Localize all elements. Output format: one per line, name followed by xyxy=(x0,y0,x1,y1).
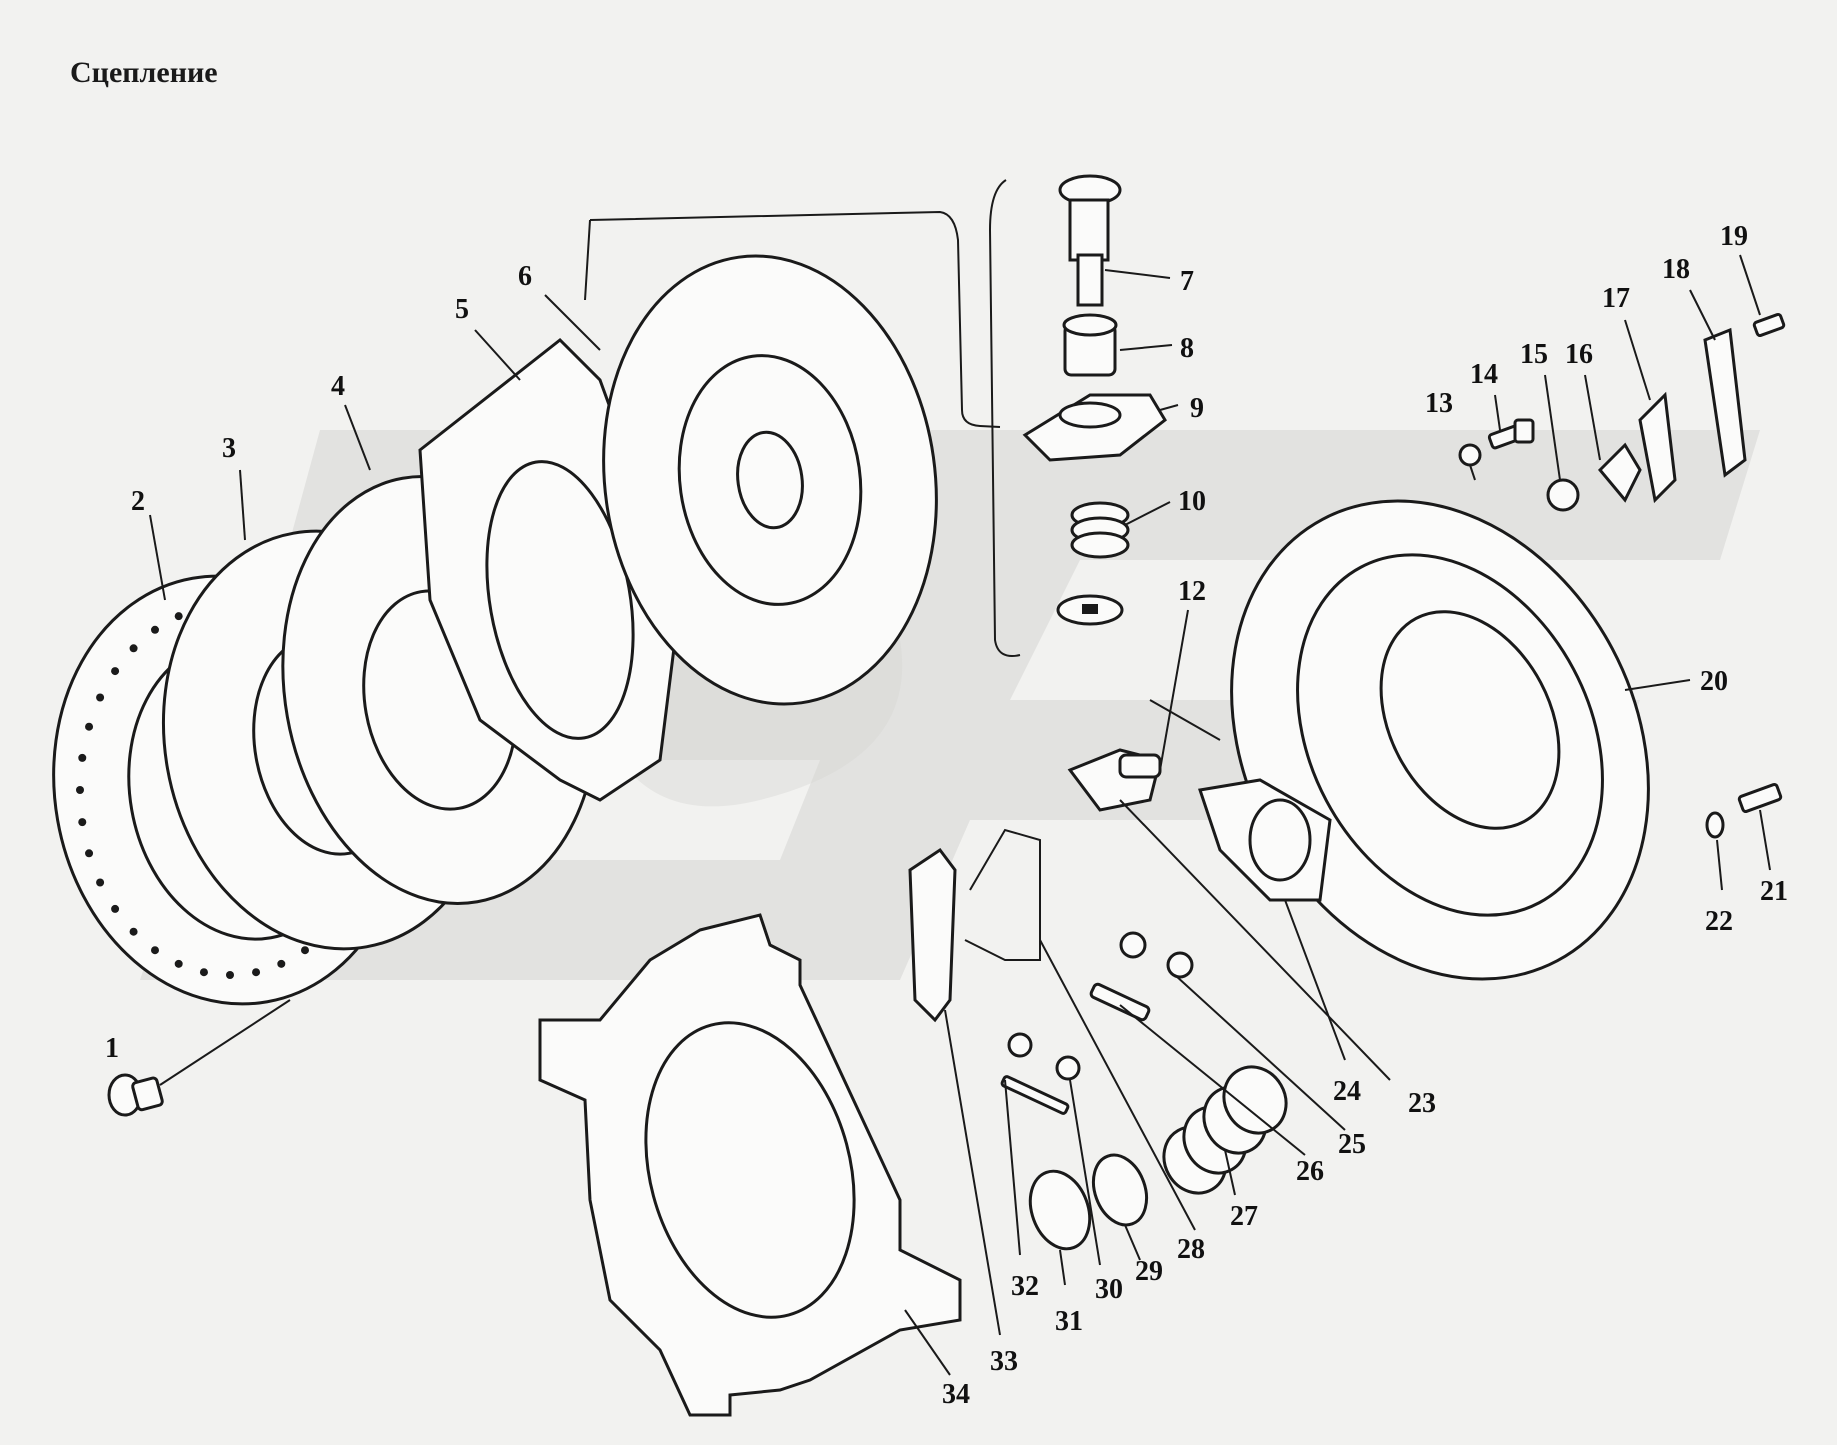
rivet-hole xyxy=(111,904,120,913)
rivet-bolt-1 xyxy=(107,1073,164,1117)
rivet-hole xyxy=(199,968,208,977)
rivet-hole xyxy=(96,693,105,702)
intermediate-plate-34 xyxy=(538,913,962,1417)
callout-26: 26 xyxy=(1296,1156,1324,1187)
callout-20: 20 xyxy=(1700,666,1728,697)
rivet-hole xyxy=(111,667,120,676)
callout-19: 19 xyxy=(1720,221,1748,252)
callout-22: 22 xyxy=(1705,906,1733,937)
callout-25: 25 xyxy=(1338,1129,1366,1160)
rivet-hole xyxy=(277,959,286,968)
callout-3: 3 xyxy=(222,433,236,464)
callout-21: 21 xyxy=(1760,876,1788,907)
callout-33: 33 xyxy=(990,1346,1018,1377)
callout-6: 6 xyxy=(518,261,532,292)
callout-10: 10 xyxy=(1178,486,1206,517)
rivet-hole xyxy=(151,946,159,955)
callout-14: 14 xyxy=(1470,359,1498,390)
callout-1: 1 xyxy=(105,1033,119,1064)
rivet-hole xyxy=(129,927,138,936)
rivet-hole xyxy=(174,612,183,621)
callout-18: 18 xyxy=(1662,254,1690,285)
callout-29: 29 xyxy=(1135,1256,1163,1287)
lever-support xyxy=(1022,393,1167,462)
clutch-cover xyxy=(1230,499,1650,981)
rivet-hole xyxy=(129,644,138,653)
callout-32: 32 xyxy=(1011,1271,1039,1302)
callout-12: 12 xyxy=(1178,576,1206,607)
callout-9: 9 xyxy=(1190,393,1204,424)
rivet-hole xyxy=(252,968,261,977)
callout-23: 23 xyxy=(1408,1088,1436,1119)
callout-labels: 1 2 3 4 5 6 7 8 9 10 12 13 14 15 16 17 1… xyxy=(105,221,1788,1410)
callout-2: 2 xyxy=(131,486,145,517)
bolt-and-washer-21-22 xyxy=(1705,782,1783,839)
leader-lines xyxy=(149,254,1771,1376)
callout-15: 15 xyxy=(1520,339,1548,370)
flywheel-disc xyxy=(602,254,938,706)
rivet-hole xyxy=(78,818,87,827)
bushing xyxy=(1062,313,1118,377)
rivet-hole xyxy=(85,722,94,731)
assembly-bracket xyxy=(584,179,1021,657)
callout-4: 4 xyxy=(331,371,345,402)
release-lever-33 xyxy=(908,828,1041,1023)
square-washer xyxy=(1056,594,1124,626)
pressure-spring-27 xyxy=(1162,1065,1288,1195)
hinge-bolt xyxy=(1058,174,1122,307)
callout-28: 28 xyxy=(1177,1234,1205,1265)
small-rings-studs xyxy=(1000,931,1194,1251)
callout-16: 16 xyxy=(1565,339,1593,370)
callout-7: 7 xyxy=(1180,266,1194,297)
rivet-hole xyxy=(301,946,309,955)
rivet-hole xyxy=(151,625,159,634)
coil-spring-10 xyxy=(1070,501,1130,559)
callout-5: 5 xyxy=(455,294,469,325)
callout-17: 17 xyxy=(1602,283,1630,314)
rivet-hole xyxy=(78,753,87,762)
pin-and-eye-bolt xyxy=(1067,699,1221,812)
callout-13: 13 xyxy=(1425,388,1453,419)
callout-34: 34 xyxy=(942,1379,970,1410)
callout-8: 8 xyxy=(1180,333,1194,364)
rivet-hole xyxy=(96,878,105,887)
rivet-hole xyxy=(226,971,234,979)
rivet-hole xyxy=(174,959,183,968)
callout-27: 27 xyxy=(1230,1201,1258,1232)
small-fasteners-top-right xyxy=(1458,312,1786,512)
release-lever-assembly xyxy=(1198,778,1332,902)
callout-31: 31 xyxy=(1055,1306,1083,1337)
callout-30: 30 xyxy=(1095,1274,1123,1305)
callout-24: 24 xyxy=(1333,1076,1361,1107)
rivet-hole xyxy=(85,849,94,858)
rivet-hole xyxy=(76,786,84,794)
page-title: Сцепление xyxy=(70,56,218,89)
